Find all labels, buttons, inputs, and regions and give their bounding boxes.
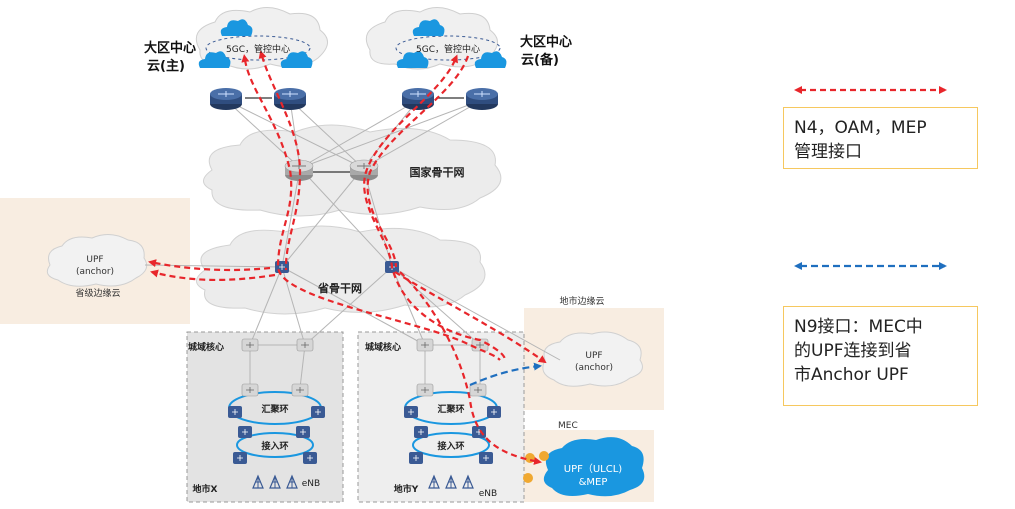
switch-icon [232,451,248,465]
city-y-agg-label: 汇聚环 [437,403,464,415]
legend-blue-line3: 市Anchor UPF [794,365,909,385]
legend-blue-line1: N9接口：MEC中 [794,317,923,337]
switch-icon [478,451,494,465]
city-y-enb: eNB [479,489,497,499]
city-edge-anchor: (anchor) [575,363,613,373]
switch-icon [291,383,309,397]
backup-center-line1: 大区中心 [520,34,572,50]
mec-device-icon [523,473,533,483]
switch-icon [302,451,318,465]
main-center-line2: 云(主) [147,58,185,74]
switch-icon [416,383,434,397]
backup-core-ring [395,35,501,61]
switch-icon [227,405,243,419]
city-edge-title: 地市边缘云 [559,295,604,307]
red-paths [148,50,547,465]
mec-line2: &MEP [579,477,608,488]
main-core-ring [205,35,311,61]
city-edge-upf: UPF [585,351,602,361]
switch-icon [237,425,253,439]
switch-icon [486,405,502,419]
switch-icon [408,451,424,465]
national-backbone-label: 国家骨干网 [410,165,465,179]
switch-icon [296,338,314,352]
backup-center-line2: 云(备) [521,52,559,68]
backup-center-core: 5GC，管控中心 [416,43,480,55]
server-icon [465,87,499,111]
provincial-upf: UPF [86,255,103,265]
city-x-agg-label: 汇聚环 [261,403,288,415]
switch-icon [241,383,259,397]
blue-n9-path [469,362,542,387]
legend-red-box: N4，OAM，MEP 管理接口 [783,107,978,169]
city-x-access-label: 接入环 [261,440,288,452]
switch-icon [241,338,259,352]
mec-title: MEC [558,421,578,431]
switch-icon [469,383,487,397]
city-edge-cloud [542,331,643,387]
city-y-access-label: 接入环 [437,440,464,452]
provincial-edge-label: 省级边缘云 [75,287,120,299]
city-y-core-label: 城域核心 [365,341,401,353]
switch-icon [310,405,326,419]
mec-cloud [543,437,645,497]
switch-icon [295,425,311,439]
mec-line1: UPF（ULCL) [564,463,623,475]
legend-red-line2: 管理接口 [794,142,862,162]
city-x-name: 地市X [193,483,218,495]
provincial-edge-cloud [46,234,148,287]
switch-icon [471,425,487,439]
city-x-core-label: 城域核心 [188,341,224,353]
mec-device-icon [539,451,549,461]
main-center-line1: 大区中心 [144,40,196,56]
main-center-core: 5GC，管控中心 [226,43,290,55]
legend-blue-box: N9接口：MEC中 的UPF连接到省 市Anchor UPF [783,306,978,406]
backup-center-cloud [365,7,498,70]
city-y-access-ring [412,432,490,458]
server-icon [209,87,243,111]
city-x-enb: eNB [302,479,320,489]
server-icon [273,87,307,111]
switch-icon [403,405,419,419]
switch-icon [416,338,434,352]
city-y-name: 地市Y [394,483,419,495]
city-x-access-ring [236,432,314,458]
provincial-anchor: (anchor) [76,267,114,277]
switch-icon [413,425,429,439]
provincial-backbone-label: 省骨干网 [317,281,362,295]
legend-blue-line2: 的UPF连接到省 [794,341,912,361]
legend-red-line1: N4，OAM，MEP [794,118,927,138]
